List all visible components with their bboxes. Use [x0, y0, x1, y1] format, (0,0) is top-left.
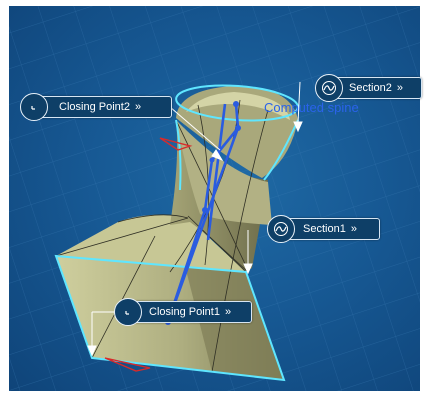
- section2-tag[interactable]: Section2 »: [315, 74, 422, 102]
- section2-label: Section2: [349, 82, 392, 94]
- section1-label: Section1: [303, 223, 346, 235]
- loft-lower-shade: [185, 266, 284, 380]
- closing-point1-tag[interactable]: Closing Point1 »: [114, 298, 252, 326]
- loft-upper-inner: [186, 92, 290, 120]
- closing-point-icon: [114, 298, 142, 326]
- loft-waist-front: [176, 120, 272, 225]
- chevron-right-icon: »: [396, 82, 403, 94]
- tag-leaders: [87, 81, 303, 357]
- section1-tag[interactable]: Section1 »: [267, 215, 380, 243]
- 3d-viewport[interactable]: Computed spine: [9, 6, 420, 391]
- loft-geometry-canvas[interactable]: [9, 6, 420, 391]
- closing-point2-tag[interactable]: Closing Point2 »: [20, 93, 172, 121]
- closing-point-icon: [20, 93, 48, 121]
- closing-point1-label: Closing Point1: [149, 306, 220, 318]
- computed-spine-label: Computed spine: [264, 100, 359, 115]
- chevron-right-icon: »: [224, 306, 232, 318]
- section-edges: [54, 84, 299, 382]
- section-curve-icon: [267, 215, 295, 243]
- section-curve-icon: [315, 74, 343, 102]
- chevron-right-icon: »: [134, 101, 142, 113]
- closing-point2-label: Closing Point2: [59, 101, 130, 113]
- closing-point-markers: [104, 137, 193, 372]
- chevron-right-icon: »: [350, 223, 357, 235]
